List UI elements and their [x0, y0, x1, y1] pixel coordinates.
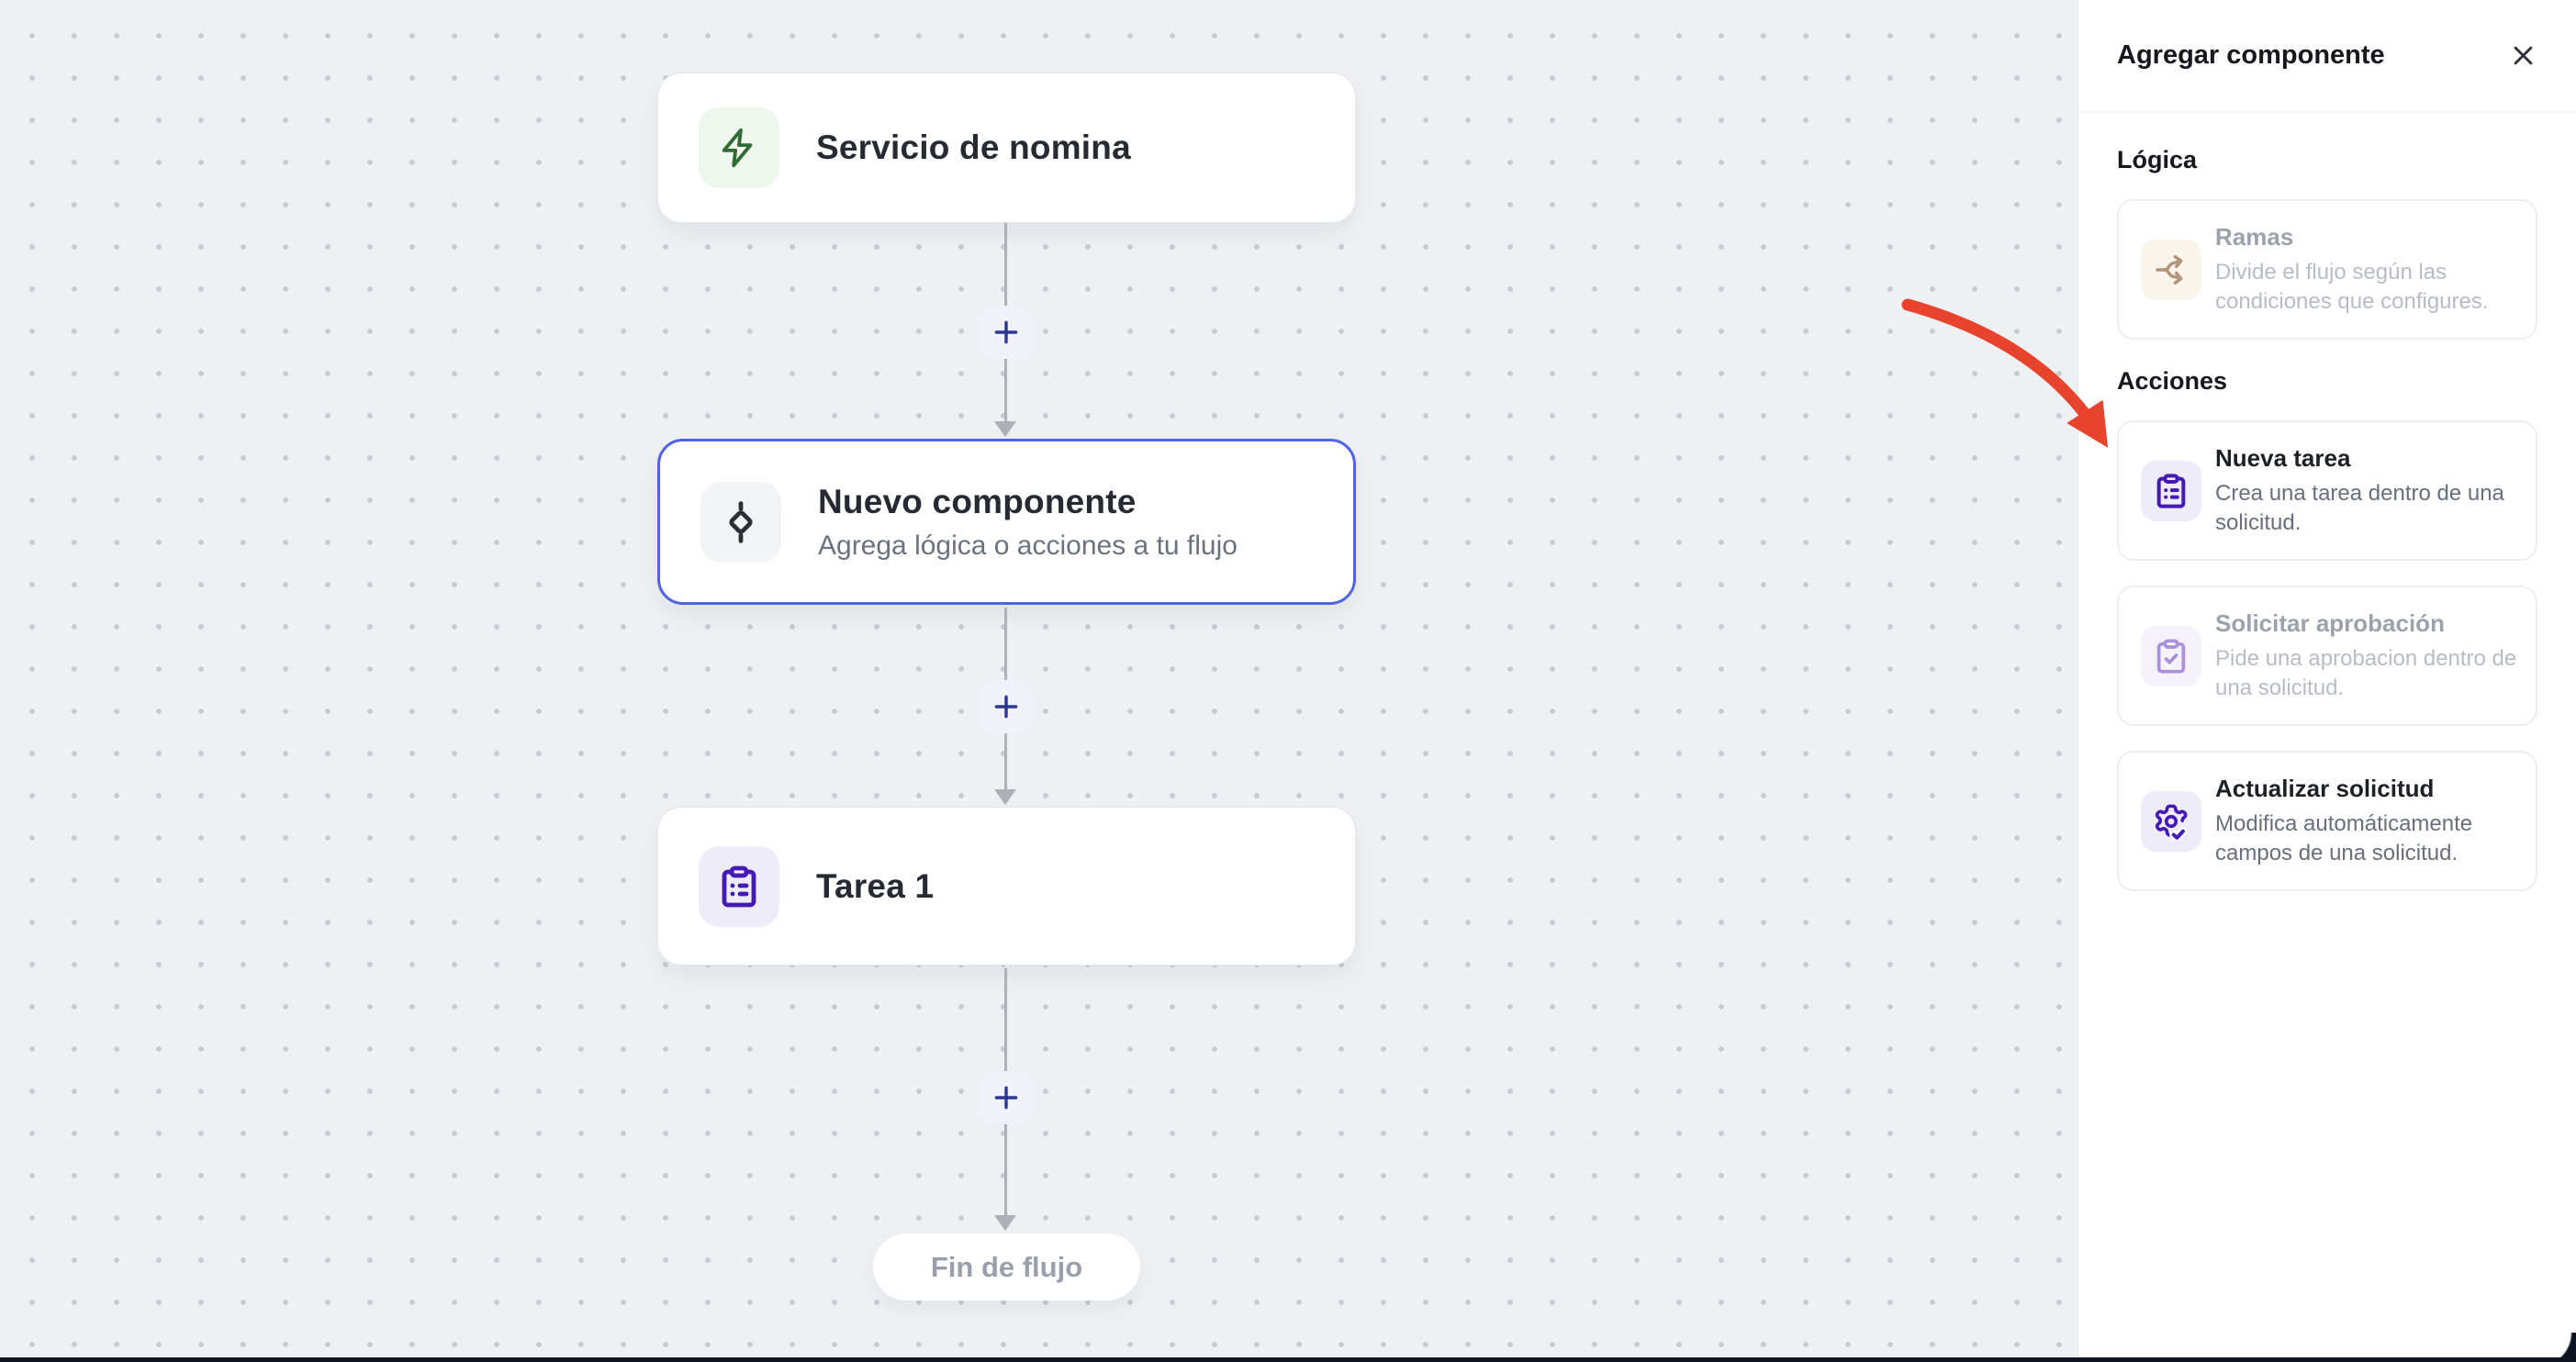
- section-heading-logica: Lógica: [2117, 146, 2198, 173]
- logic-diamond-icon: [700, 481, 781, 563]
- card-title: Actualizar solicitud: [2215, 774, 2435, 802]
- plus-icon: [991, 1082, 1022, 1113]
- node-title: Servicio de nomina: [816, 128, 1131, 166]
- connector-line: [1004, 223, 1007, 307]
- zap-icon: [699, 107, 779, 188]
- connector-arrowhead: [994, 1215, 1016, 1231]
- connector-line: [1004, 968, 1007, 1071]
- close-icon[interactable]: [2506, 39, 2539, 72]
- clipboard-check-icon: [2141, 625, 2201, 687]
- gear-check-icon: [2141, 790, 2201, 852]
- card-title: Ramas: [2215, 222, 2294, 251]
- panel-header: Agregar componente: [2078, 0, 2576, 72]
- node-subtitle: Agrega lógica o acciones a tu flujo: [818, 530, 1238, 561]
- panel-title: Agregar componente: [2117, 39, 2385, 70]
- bottom-corner-shape: [2537, 1333, 2576, 1357]
- clipboard-list-icon: [699, 845, 779, 927]
- connector-line: [1004, 359, 1007, 423]
- plus-icon: [991, 691, 1022, 722]
- component-card-nueva-tarea[interactable]: Nueva tarea Crea una tarea dentro de una…: [2117, 420, 2537, 561]
- split-branch-icon: [2141, 239, 2201, 300]
- add-component-panel: Agregar componente Lógica Ramas: [2078, 0, 2576, 1362]
- flow-canvas: Servicio de nomina Nuevo componente Agre…: [0, 0, 2078, 1362]
- connector-line: [1004, 608, 1007, 681]
- node-title: Tarea 1: [816, 866, 935, 905]
- divider: [2078, 112, 2576, 113]
- connector-arrowhead: [994, 421, 1016, 437]
- flow-node-new-component[interactable]: Nuevo componente Agrega lógica o accione…: [657, 439, 1356, 605]
- connector-line: [1004, 1124, 1007, 1216]
- add-step-button-1[interactable]: [980, 306, 1033, 359]
- end-label: Fin de flujo: [930, 1250, 1083, 1283]
- add-step-button-2[interactable]: [980, 680, 1033, 733]
- section-heading-acciones: Acciones: [2117, 367, 2228, 395]
- component-card-ramas[interactable]: Ramas Divide el flujo según las condicio…: [2117, 199, 2537, 340]
- card-title: Nueva tarea: [2215, 443, 2351, 472]
- flow-node-task-1[interactable]: Tarea 1: [657, 807, 1356, 966]
- component-card-solicitar-aprobacion[interactable]: Solicitar aprobación Pide una aprobacion…: [2117, 586, 2537, 726]
- connector-arrowhead: [994, 789, 1016, 805]
- plus-icon: [991, 317, 1022, 348]
- card-description: Modifica automáticamente campos de una s…: [2215, 810, 2473, 865]
- card-description: Divide el flujo según las condiciones qu…: [2215, 259, 2489, 314]
- card-title: Solicitar aprobación: [2215, 608, 2445, 637]
- clipboard-list-icon: [2141, 460, 2201, 521]
- bottom-system-bar: [0, 1357, 2576, 1362]
- card-description: Pide una aprobacion dentro de una solici…: [2215, 645, 2517, 700]
- card-description: Crea una tarea dentro de una solicitud.: [2215, 480, 2504, 535]
- add-step-button-3[interactable]: [980, 1071, 1033, 1124]
- connector-line: [1004, 733, 1007, 791]
- node-title: Nuevo componente: [818, 482, 1137, 520]
- component-card-actualizar-solicitud[interactable]: Actualizar solicitud Modifica automática…: [2117, 751, 2537, 891]
- flow-node-trigger[interactable]: Servicio de nomina: [657, 73, 1356, 223]
- flow-end-node: Fin de flujo: [873, 1234, 1140, 1301]
